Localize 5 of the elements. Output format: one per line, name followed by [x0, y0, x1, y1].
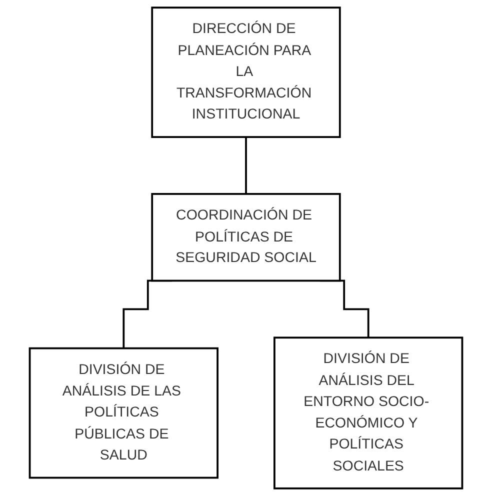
node-box: COORDINACIÓN DE POLÍTICAS DE SEGURIDAD SOCIAL [150, 193, 340, 282]
node-box: DIVISIÓN DE ANÁLISIS DE LAS POLÍTICAS PÚBLICAS DE SALUD [28, 347, 218, 479]
node-box: DIVISIÓN DE ANÁLISIS DEL ENTORNO SOCIO- ECONÓMICO Y POLÍTICAS SOCIALES [273, 336, 463, 490]
connector [244, 136, 246, 195]
node-box: DIRECCIÓN DE PLANEACIÓN PARA LA TRANSFORMACIÓN INSTITUCIONAL [150, 6, 340, 138]
